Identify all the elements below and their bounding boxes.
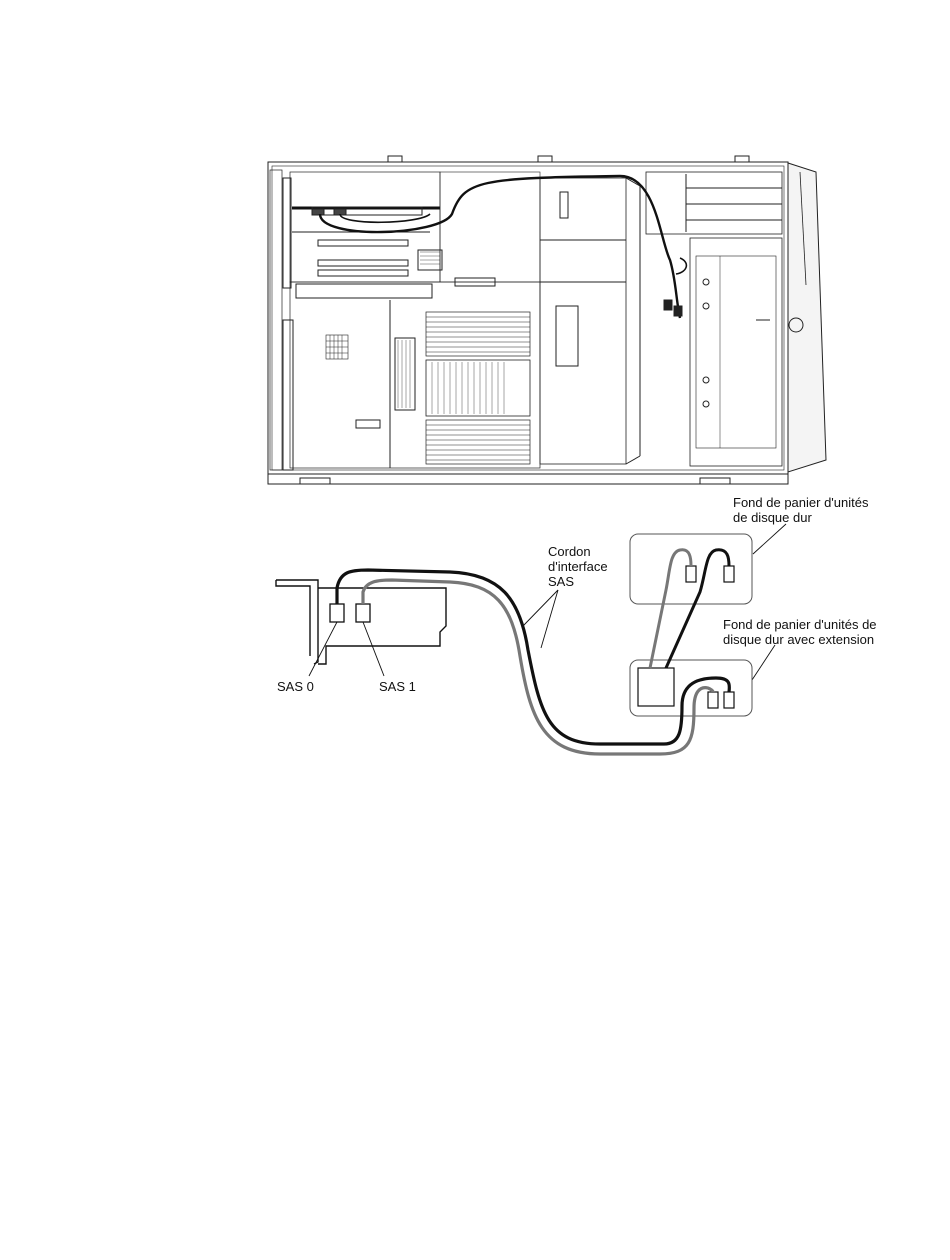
- backplane-expander-label: Fond de panier d'unités de disque dur av…: [723, 617, 877, 647]
- expander-chip: [638, 668, 674, 706]
- power-supply-cage: [540, 178, 626, 464]
- sas0-leader: [309, 622, 337, 676]
- expander-cable-gray: [650, 550, 691, 668]
- server-chassis-illustration: [268, 156, 826, 484]
- sas-cable-gray: [363, 580, 713, 754]
- sas0-label: SAS 0: [277, 679, 314, 694]
- dimm-banks: [426, 312, 530, 464]
- sas0-port: [330, 604, 344, 622]
- front-bezel: [788, 163, 826, 472]
- cpu-heatsink: [426, 360, 530, 416]
- backplane-port-a: [686, 566, 696, 582]
- sas1-leader: [363, 622, 384, 676]
- drive-cage-upper: [646, 172, 782, 234]
- expander-cable-black: [666, 550, 729, 668]
- drive-cage-lower: [690, 238, 782, 466]
- sas1-port: [356, 604, 370, 622]
- sas-cabling-diagram: [276, 524, 786, 754]
- expander-port-b: [724, 692, 734, 708]
- backplane-port-b: [724, 566, 734, 582]
- backplane-leader: [753, 524, 786, 554]
- sas1-label: SAS 1: [379, 679, 416, 694]
- expander-leader: [752, 645, 775, 680]
- expander-port-a: [708, 692, 718, 708]
- backplane-label: Fond de panier d'unités de disque dur: [733, 495, 868, 525]
- sas-cable-label: Cordon d'interface SAS: [548, 544, 608, 589]
